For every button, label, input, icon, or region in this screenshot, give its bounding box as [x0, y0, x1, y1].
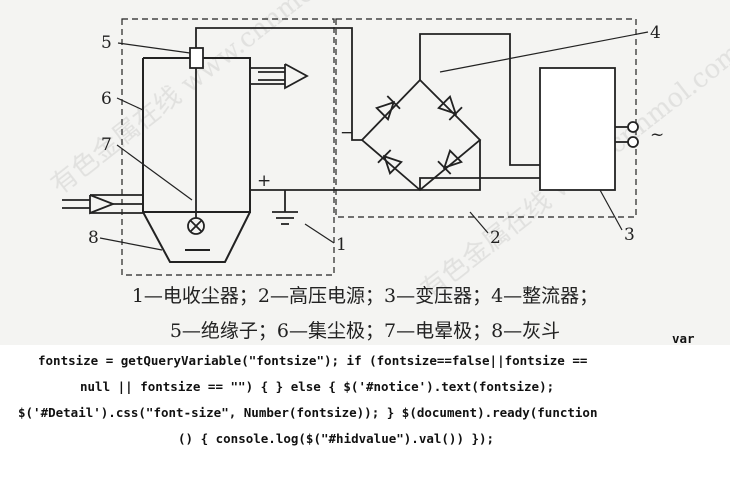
bridge-bottom-wire	[419, 177, 540, 190]
positive-ground-wire	[250, 140, 481, 191]
hv-negative-wire	[195, 27, 362, 141]
code-line-2: fontsize = getQueryVariable("fontsize");…	[38, 353, 588, 368]
power-supply-dashed-box	[335, 18, 637, 218]
label-7: 7	[101, 135, 112, 155]
label-plus: +	[257, 171, 271, 191]
code-line-3: null || fontsize == "") { } else { $('#n…	[80, 379, 555, 394]
bridge-top-wire	[419, 33, 540, 166]
corona-electrode	[187, 68, 205, 235]
electrostatic-precipitator-diagram: 有色金属在线 www.cnnmol.com 有色金属在线 www.cnnmol.…	[46, 0, 730, 306]
gas-inlet-arrow	[62, 194, 143, 215]
label-minus: −	[340, 123, 354, 143]
label-2: 2	[490, 228, 501, 248]
code-line-5: () { console.log($("#hidvalue").val()) }…	[178, 431, 495, 446]
gas-outlet-arrow	[250, 63, 309, 90]
ac-terminals	[615, 121, 639, 148]
caption-line-2: 5—绝缘子；6—集尘极；7—电晕极；8—灰斗	[169, 320, 561, 342]
leader-lines	[99, 31, 649, 251]
insulator	[189, 47, 204, 69]
code-line-1: var	[672, 331, 695, 346]
label-1: 1	[336, 235, 347, 255]
code-line-4: $('#Detail').css("font-size", Number(fon…	[18, 405, 598, 420]
caption-line-1: 1—电收尘器；2—高压电源；3—变压器；4—整流器；	[131, 285, 599, 307]
precipitator-dashed-box	[121, 18, 335, 276]
label-6: 6	[101, 89, 112, 109]
label-ac: ~	[650, 125, 664, 145]
diagram-figure: 有色金属在线 www.cnnmol.com 有色金属在线 www.cnnmol.…	[0, 0, 730, 345]
label-4: 4	[650, 23, 661, 43]
svg-text:有色金属在线 www.cnnmol.com: 有色金属在线 www.cnnmol.com	[46, 0, 377, 201]
label-3: 3	[624, 225, 635, 245]
label-8: 8	[88, 228, 99, 248]
label-5: 5	[101, 33, 112, 53]
transformer-box	[539, 67, 616, 191]
ground-symbol	[272, 190, 298, 225]
bridge-rectifier	[361, 78, 482, 192]
